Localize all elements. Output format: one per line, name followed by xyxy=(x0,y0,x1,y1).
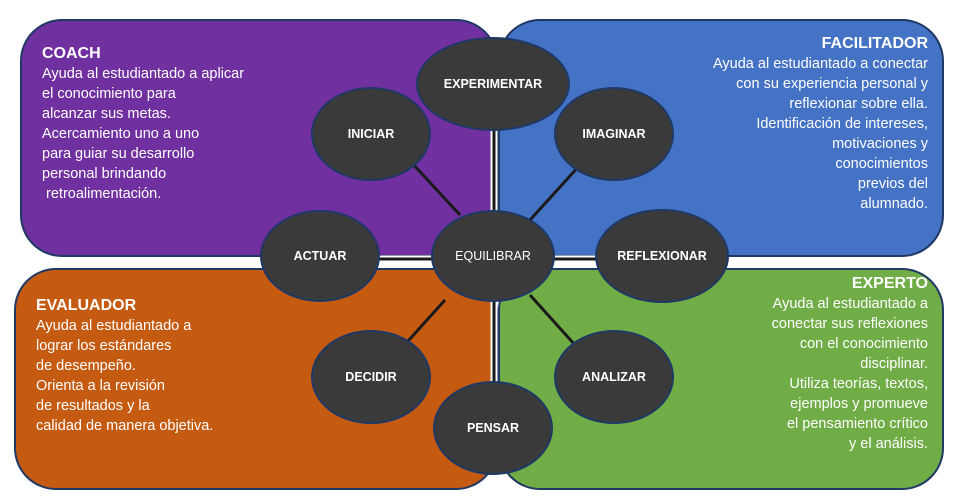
experto-line: conectar sus reflexiones xyxy=(771,316,928,332)
node-decidir: DECIDIR xyxy=(311,330,431,424)
experto-text: EXPERTO Ayuda al estudiantado a conectar… xyxy=(772,274,928,454)
facilitador-line: reflexionar sobre ella. xyxy=(789,96,928,112)
node-label-decidir: DECIDIR xyxy=(345,370,396,384)
node-experimentar: EXPERIMENTAR xyxy=(416,37,570,131)
node-pensar: PENSAR xyxy=(433,381,553,475)
evaluador-text: EVALUADOR Ayuda al estudiantado a lograr… xyxy=(36,296,213,436)
node-label-experimentar: EXPERIMENTAR xyxy=(444,77,542,91)
node-label-iniciar: INICIAR xyxy=(348,127,395,141)
node-actuar: ACTUAR xyxy=(260,210,380,302)
evaluador-line: de desempeño. xyxy=(36,358,136,374)
spoke-analizar xyxy=(528,293,577,347)
coach-line: Ayuda al estudiantado a aplicar xyxy=(42,66,245,82)
evaluador-line: Ayuda al estudiantado a xyxy=(36,318,192,334)
coach-title: COACH xyxy=(42,45,101,62)
experto-line: ejemplos y promueve xyxy=(790,396,928,412)
experto-line: disciplinar. xyxy=(860,356,928,372)
node-imaginar: IMAGINAR xyxy=(554,87,674,181)
node-label-imaginar: IMAGINAR xyxy=(582,127,645,141)
spoke-imaginar xyxy=(528,163,582,222)
experto-line: Ayuda al estudiantado a xyxy=(772,296,928,312)
coach-line: para guiar su desarrollo xyxy=(42,146,195,162)
facilitador-line: alumnado. xyxy=(860,196,928,212)
experto-title: EXPERTO xyxy=(851,275,928,292)
node-label-pensar: PENSAR xyxy=(467,421,519,435)
coach-line: Acercamiento uno a uno xyxy=(42,126,200,142)
coach-line: alcanzar sus metas. xyxy=(42,106,171,122)
experto-line: el pensamiento crítico xyxy=(786,416,928,432)
facilitador-line: con su experiencia personal y xyxy=(736,76,928,92)
facilitador-title: FACILITADOR xyxy=(821,35,928,52)
node-label-reflexionar: REFLEXIONAR xyxy=(617,249,707,263)
experto-line: con el conocimiento xyxy=(799,336,928,352)
evaluador-line: de resultados y la xyxy=(36,398,150,414)
experto-line: Utiliza teorías, textos, xyxy=(789,376,928,392)
experto-line: y el análisis. xyxy=(849,436,928,452)
facilitador-text: FACILITADOR Ayuda al estudiantado a cone… xyxy=(713,34,928,214)
evaluador-line: Orienta a la revisión xyxy=(36,378,165,394)
facilitador-line: Ayuda al estudiantado a conectar xyxy=(713,56,928,72)
coach-text: COACH Ayuda al estudiantado a aplicar el… xyxy=(42,44,244,204)
coach-line: el conocimiento para xyxy=(42,86,176,102)
node-equilibrar: EQUILIBRAR xyxy=(431,210,555,302)
coach-line: retroalimentación. xyxy=(42,186,162,202)
facilitador-line: previos del xyxy=(857,176,928,192)
evaluador-title: EVALUADOR xyxy=(36,297,137,314)
node-label-actuar: ACTUAR xyxy=(294,249,347,263)
node-reflexionar: REFLEXIONAR xyxy=(595,209,729,303)
node-iniciar: INICIAR xyxy=(311,87,431,181)
facilitador-line: Identificación de intereses, xyxy=(756,116,928,132)
facilitador-line: motivaciones y xyxy=(832,136,928,152)
evaluador-line: calidad de manera objetiva. xyxy=(36,418,214,434)
node-label-analizar: ANALIZAR xyxy=(582,370,646,384)
node-analizar: ANALIZAR xyxy=(554,330,674,424)
facilitador-line: conocimientos xyxy=(835,156,928,172)
evaluador-line: lograr los estándares xyxy=(36,338,172,354)
node-label-equilibrar: EQUILIBRAR xyxy=(455,249,531,263)
coach-line: personal brindando xyxy=(42,166,167,182)
